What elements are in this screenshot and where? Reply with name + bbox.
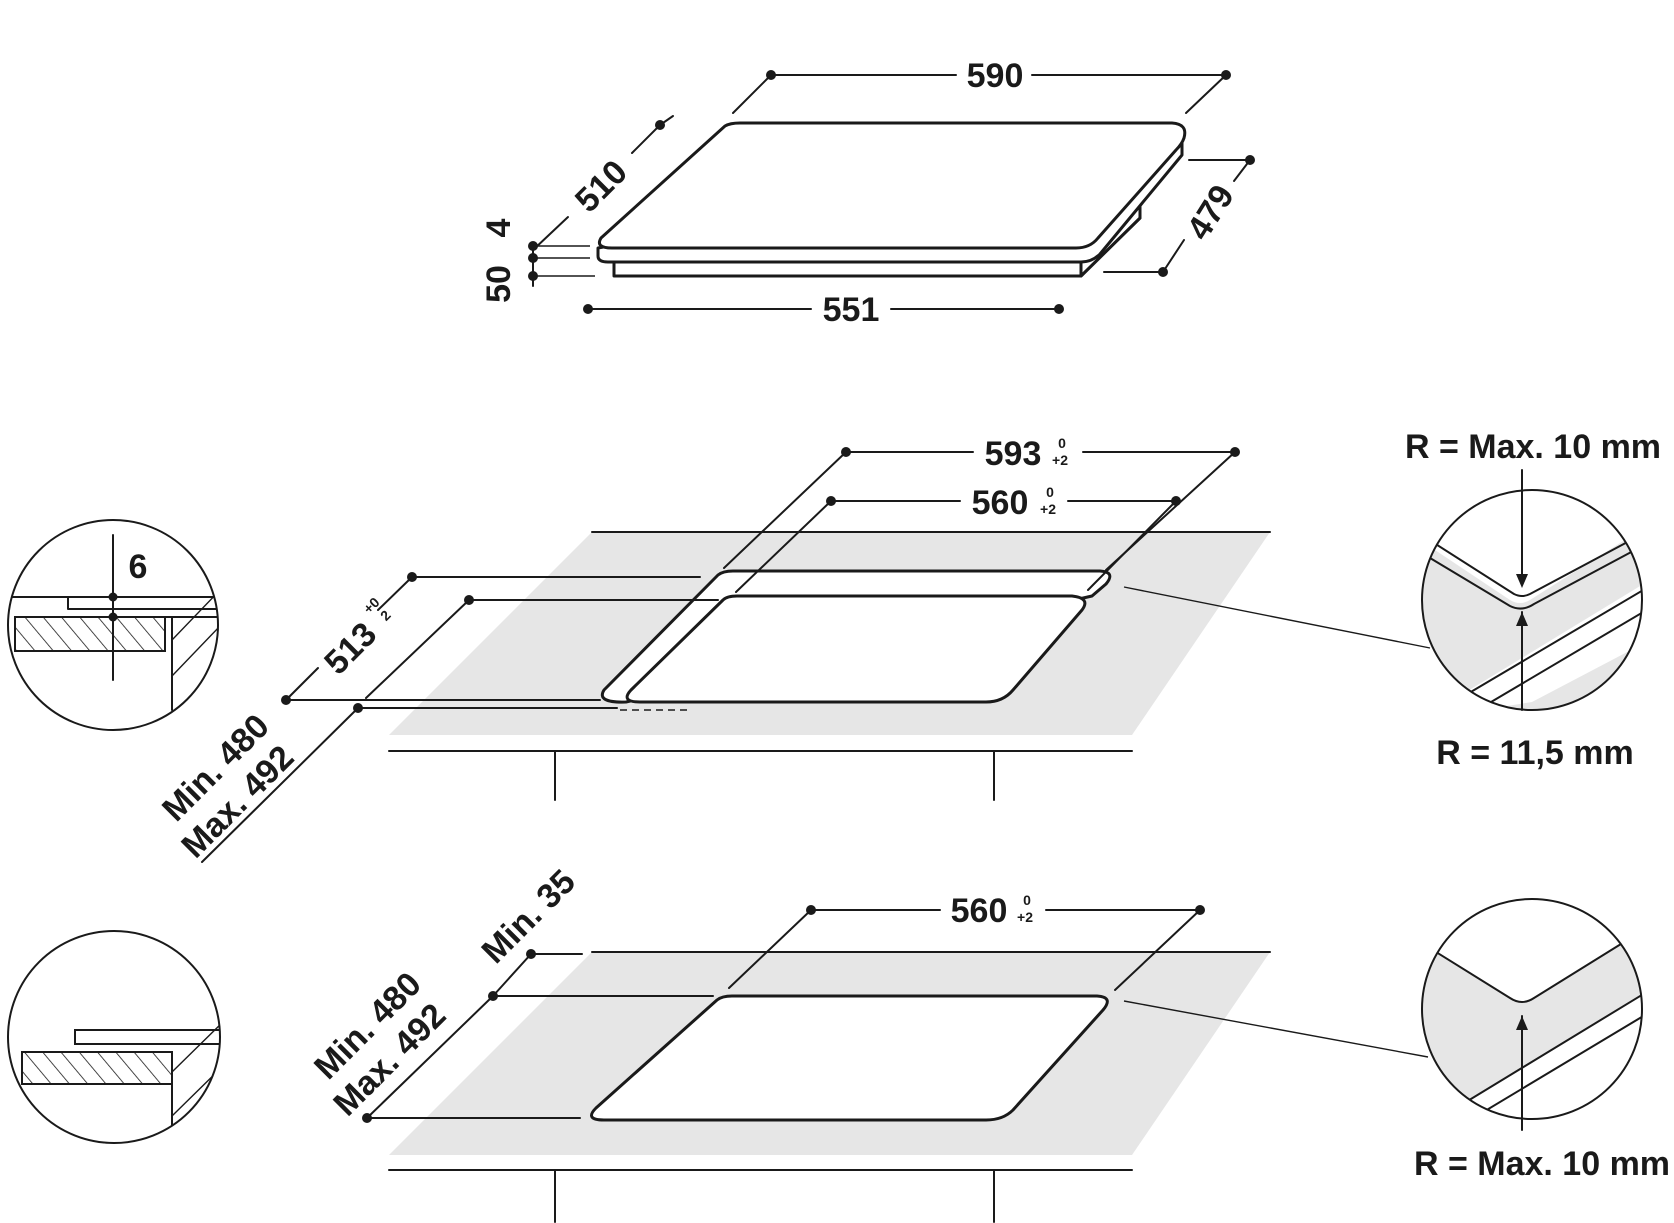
middle-worktop (388, 531, 1271, 801)
dimension-593: 593 0 +2 (723, 435, 1240, 571)
tol-outer-bottom: +2 (1052, 452, 1068, 468)
label-radius-11-5: R = 11,5 mm (1436, 734, 1634, 772)
label-outer-593: 593 (985, 435, 1042, 473)
dimension-590: 590 (732, 57, 1231, 114)
label-recess-6: 6 (129, 548, 148, 586)
label-depth-510: 510 (568, 153, 635, 220)
dimension-551: 551 (583, 291, 1064, 329)
corner-detail-circle-bottom: R = Max. 10 mm (1123, 898, 1670, 1183)
tol-outer-top: 0 (1058, 435, 1066, 451)
label-inner-560: 560 (972, 484, 1029, 522)
tol-depth-bottom: 2 (377, 607, 394, 624)
recess-detail-circle: 6 (7, 519, 219, 731)
tol-bottom-bottom: +2 (1017, 909, 1033, 925)
tol-inner-bottom: +2 (1040, 501, 1056, 517)
label-width-590: 590 (967, 57, 1024, 95)
label-bottom-560: 560 (951, 892, 1008, 930)
dimension-height: 4 50 (480, 218, 595, 303)
bottom-worktop (388, 951, 1271, 1223)
dimension-560-bottom: 560 0 +2 (728, 892, 1205, 991)
hob-glass-top (597, 121, 1187, 250)
label-box-width-551: 551 (823, 291, 880, 329)
cutout-inner-outline (625, 594, 1087, 704)
tol-inner-top: 0 (1046, 484, 1054, 500)
label-radius-max-10-middle: R = Max. 10 mm (1405, 428, 1661, 466)
tol-bottom-top: 0 (1023, 892, 1031, 908)
flush-detail-circle (7, 930, 221, 1144)
dimension-560-middle: 560 0 +2 (735, 484, 1181, 593)
label-glass-4: 4 (480, 218, 518, 237)
cutout-bottom-outline (590, 994, 1109, 1122)
label-box-depth-479: 479 (1180, 178, 1242, 246)
label-radius-max-10-bottom: R = Max. 10 mm (1414, 1145, 1670, 1183)
hob-outline-group (596, 121, 1187, 278)
label-height-50: 50 (480, 265, 518, 303)
label-depth-513: 513 (317, 615, 384, 682)
